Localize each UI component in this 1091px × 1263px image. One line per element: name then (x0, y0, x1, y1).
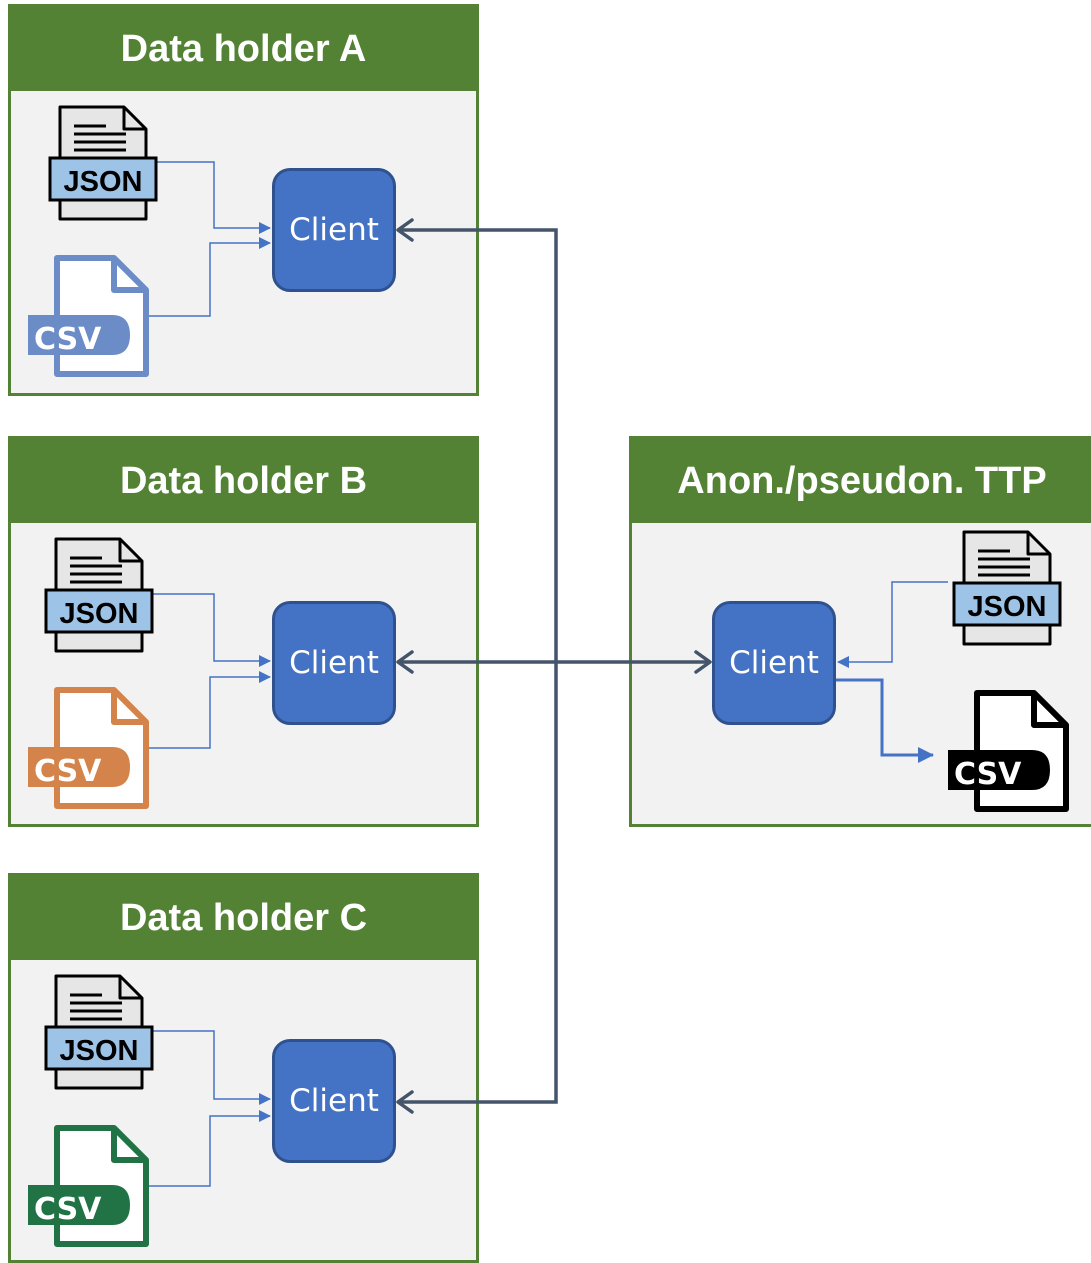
json-to-client-connector (155, 161, 271, 234)
csv-to-client-connector (148, 237, 271, 317)
csv-label: CSV (34, 754, 102, 789)
json-label: JSON (60, 598, 139, 630)
json-file-icon: JSON (44, 537, 154, 653)
csv-to-client-connector (148, 671, 271, 749)
csv-label: CSV (34, 322, 102, 357)
json-file-icon: JSON (48, 105, 158, 221)
json-label: JSON (60, 1035, 139, 1067)
bus-to-client-a-connector (396, 218, 558, 662)
ttp-client-to-csv-connector (836, 678, 934, 763)
bus-to-client-c-connector (396, 662, 558, 1114)
client-label: Client (289, 645, 379, 681)
ttp-json-to-client-connector (837, 581, 948, 668)
panel-title: Data holder A (11, 7, 476, 91)
csv-label: CSV (34, 1192, 102, 1227)
json-file-icon: JSON (44, 974, 154, 1090)
csv-label: CSV (954, 757, 1022, 792)
client-label: Client (729, 645, 819, 681)
json-label: JSON (64, 166, 143, 198)
client-a[interactable]: Client (272, 168, 396, 292)
client-ttp[interactable]: Client (712, 601, 836, 725)
csv-file-icon: CSV (948, 690, 1069, 812)
json-to-client-connector (152, 1030, 271, 1105)
panel-title: Data holder C (11, 876, 476, 960)
csv-file-icon: CSV (28, 1125, 149, 1247)
client-label: Client (289, 1083, 379, 1119)
panel-title: Anon./pseudon. TTP (632, 439, 1091, 523)
json-file-icon: JSON (952, 530, 1062, 646)
csv-file-icon: CSV (28, 687, 149, 809)
client-b[interactable]: Client (272, 601, 396, 725)
client-c[interactable]: Client (272, 1039, 396, 1163)
json-label: JSON (968, 591, 1047, 623)
json-to-client-connector (152, 593, 271, 667)
csv-to-client-connector (148, 1110, 271, 1187)
panel-title: Data holder B (11, 439, 476, 523)
csv-file-icon: CSV (28, 255, 149, 377)
client-label: Client (289, 212, 379, 248)
